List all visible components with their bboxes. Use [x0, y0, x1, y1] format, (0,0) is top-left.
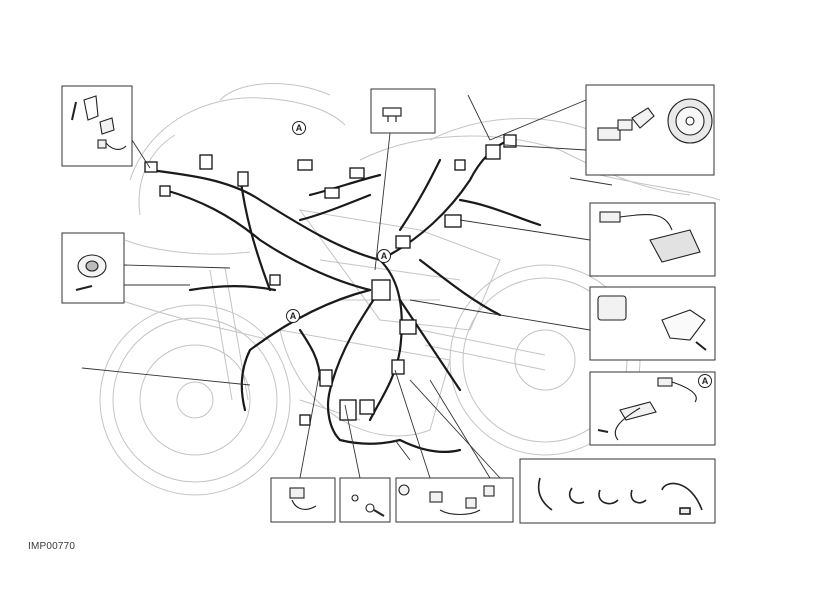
drawing-reference-code: IMP00770 — [28, 541, 76, 552]
svg-text:A: A — [290, 311, 297, 321]
callout-a-marker-3: A — [292, 121, 306, 135]
inset-relay-group — [395, 477, 514, 523]
inset-connector-a — [270, 477, 336, 523]
antenna-module-part — [599, 211, 701, 263]
fuse-part — [382, 107, 402, 122]
leader-lines — [81, 94, 613, 479]
sensor-cd-parts — [597, 98, 713, 144]
svg-text:A: A — [381, 251, 388, 261]
clip-parts — [537, 477, 703, 515]
callout-a-marker-1: A — [377, 249, 391, 263]
callout-a-lambda: A — [698, 374, 712, 388]
horn-part — [75, 254, 107, 291]
bracket-relay-parts — [71, 95, 127, 150]
relay-bracket-part — [597, 295, 707, 351]
bottom-parts — [289, 484, 495, 517]
harness-connectors — [144, 134, 517, 426]
callout-a-marker-2: A — [286, 309, 300, 323]
lambda-sensor-part — [597, 377, 697, 441]
svg-text:A: A — [702, 376, 709, 386]
svg-text:A: A — [296, 123, 303, 133]
callout-boxes — [61, 84, 716, 524]
inset-bracket-relay — [61, 85, 133, 167]
inset-fuse — [370, 88, 436, 134]
